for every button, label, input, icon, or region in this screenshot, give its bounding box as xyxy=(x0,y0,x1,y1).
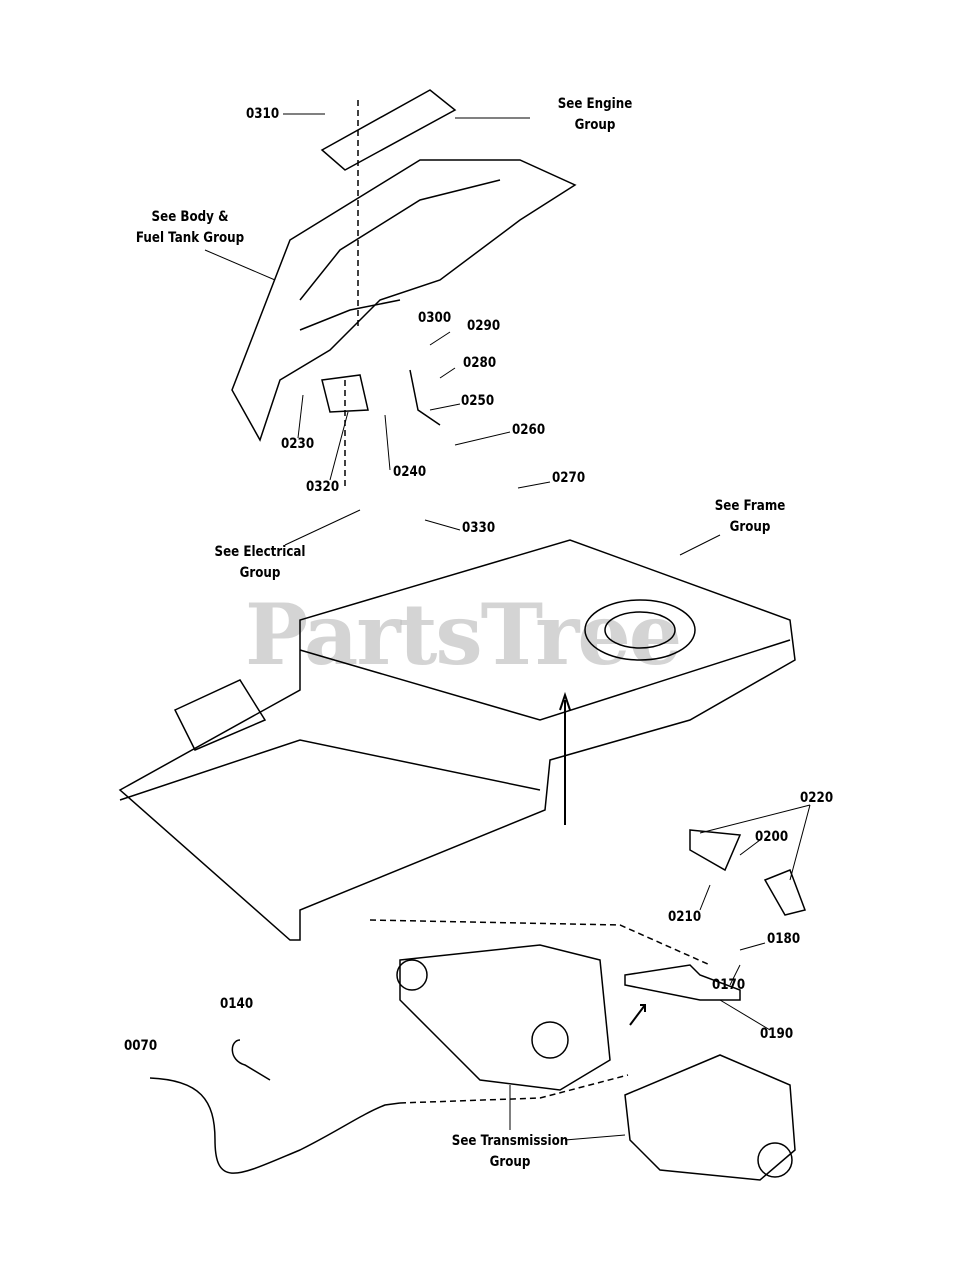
group-ref-line: See Electrical xyxy=(214,544,306,560)
bracket xyxy=(321,374,369,413)
see-electrical-group: See Electrical Group xyxy=(196,542,324,584)
label-0290: 0290 xyxy=(467,318,501,334)
group-ref-line: See Body & xyxy=(151,209,229,225)
group-ref-line: Group xyxy=(574,117,616,133)
group-ref-line: Group xyxy=(239,565,281,581)
see-engine-group: See Engine Group xyxy=(544,94,646,136)
see-transmission-group: See Transmission Group xyxy=(434,1131,587,1173)
label-0330: 0330 xyxy=(462,520,496,536)
group-ref-line: Fuel Tank Group xyxy=(135,230,245,246)
label-0320: 0320 xyxy=(306,479,340,495)
label-0250: 0250 xyxy=(461,393,495,409)
label-0210: 0210 xyxy=(668,909,702,925)
label-0310: 0310 xyxy=(246,106,280,122)
label-0300: 0300 xyxy=(418,310,452,326)
label-0170: 0170 xyxy=(712,977,746,993)
see-body-group: See Body & Fuel Tank Group xyxy=(126,207,254,249)
group-ref-line: See Engine xyxy=(557,96,633,112)
label-0280: 0280 xyxy=(463,355,497,371)
group-ref-line: See Frame xyxy=(714,498,786,514)
label-0220: 0220 xyxy=(800,790,834,806)
transmission-upper xyxy=(399,944,611,1091)
engine-plate xyxy=(320,89,457,171)
label-0260: 0260 xyxy=(512,422,546,438)
label-0070: 0070 xyxy=(124,1038,158,1054)
label-0190: 0190 xyxy=(760,1026,794,1042)
transmission-lower xyxy=(624,1054,796,1181)
foot-plate xyxy=(173,679,267,751)
group-ref-line: Group xyxy=(729,519,771,535)
label-0240: 0240 xyxy=(393,464,427,480)
rod xyxy=(624,964,741,1001)
label-0200: 0200 xyxy=(755,829,789,845)
group-ref-line: See Transmission xyxy=(451,1133,569,1149)
lever xyxy=(409,369,441,426)
see-frame-group: See Frame Group xyxy=(699,496,801,538)
clip xyxy=(231,1039,271,1081)
label-0230: 0230 xyxy=(281,436,315,452)
cable xyxy=(149,1077,401,1174)
label-0180: 0180 xyxy=(767,931,801,947)
group-ref-line: Group xyxy=(489,1154,531,1170)
frame xyxy=(118,539,796,941)
label-0140: 0140 xyxy=(220,996,254,1012)
body-fender xyxy=(231,159,577,442)
watermark-logo: PartsTree xyxy=(245,585,682,684)
label-0270: 0270 xyxy=(552,470,586,486)
